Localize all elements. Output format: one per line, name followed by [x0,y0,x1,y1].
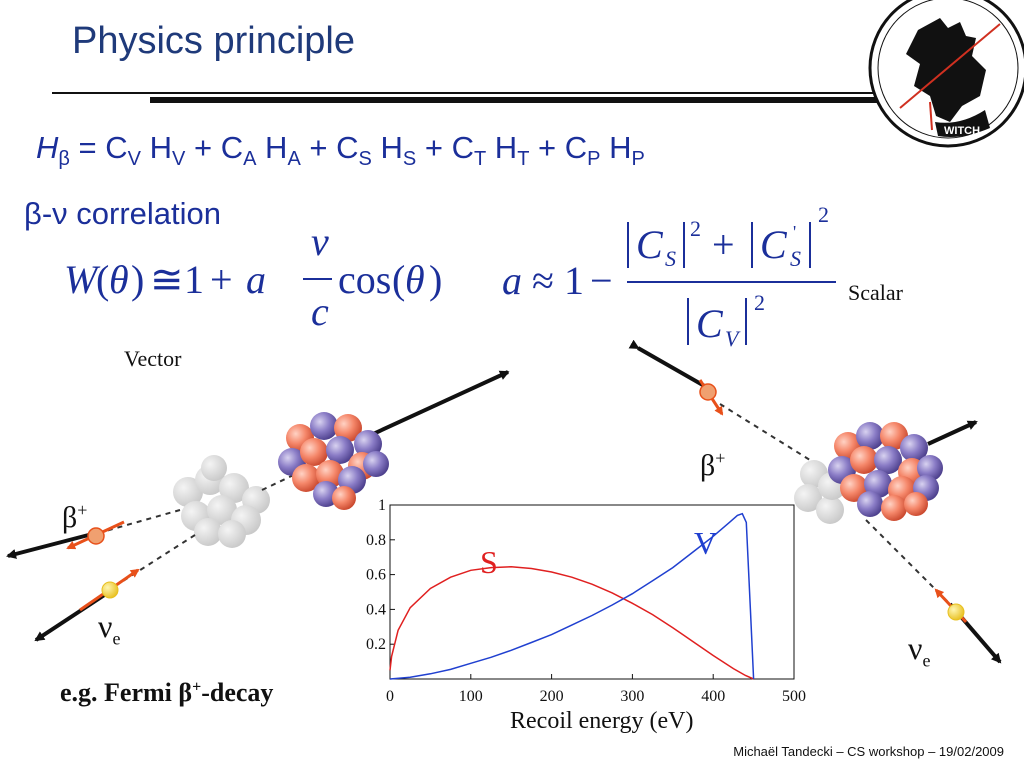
recoil-spectrum-chart: 0 100 200 300 400 500 0.2 0.4 0.6 0.8 1 S V Recoi… [366,497,806,734]
parent-nucleus-left [278,412,389,510]
slide-title: Physics principle [72,20,355,62]
scalar-decay-illustration [628,339,1002,664]
x-tick-label: 300 [620,688,644,705]
witch-logo: WITCH [868,0,1024,148]
daughter-nucleus-left [173,455,270,548]
y-tick-label: 0.4 [366,601,386,618]
svg-text:C: C [636,222,664,267]
svg-text:S: S [665,246,676,271]
hamiltonian-beta: β [58,148,70,171]
y-tick-label: 0.8 [366,532,386,549]
svg-text:cos: cos [338,257,391,302]
svg-text:+: + [210,257,233,302]
svg-text:≈: ≈ [532,258,554,303]
svg-text:θ: θ [109,257,129,302]
x-tick-label: 200 [540,688,564,705]
series-label-s: S [480,544,498,580]
svg-text:): ) [429,257,442,302]
y-tick-label: 1 [378,497,386,514]
svg-text:(: ( [96,257,109,302]
svg-text:−: − [590,258,613,303]
y-tick-label: 0.2 [366,636,386,653]
title-rule-thin [52,92,878,94]
svg-text:V: V [725,326,741,351]
svg-text:1: 1 [184,257,204,302]
x-tick-label: 0 [386,688,394,705]
series-label-v: V [694,525,717,561]
series-line-s [389,566,754,680]
parent-nucleus-right [828,422,943,521]
x-tick-label: 100 [459,688,483,705]
svg-text:+: + [712,222,735,267]
series-line-v [389,512,755,680]
beta-plus-label-right: β+ [700,448,726,482]
beta-plus-label-left: β+ [62,500,88,534]
hamiltonian-equation: Hβ = CV HV + CA HA + CS HS + CT HT + CP … [36,130,645,171]
hamiltonian-h: H [36,130,59,165]
svg-text:1: 1 [564,258,584,303]
x-tick-label: 500 [782,688,806,705]
svg-text:S: S [790,246,801,271]
svg-text:v: v [311,219,329,264]
svg-text:': ' [793,222,796,242]
footer-credit: Michaël Tandecki – CS workshop – 19/02/2… [733,744,1004,759]
svg-text:): ) [131,257,144,302]
title-rule-thick [150,97,878,103]
x-tick-label: 400 [701,688,725,705]
svg-text:2: 2 [690,216,701,241]
daughter-nucleus-right [794,460,846,524]
svg-text:C: C [696,301,724,346]
svg-text:W: W [64,257,101,302]
neutrino-label-right: νe [908,630,931,671]
svg-text:2: 2 [754,290,765,315]
svg-text:C: C [760,222,788,267]
svg-text:≅: ≅ [150,257,184,302]
svg-text:a: a [246,257,266,302]
plot-frame [389,504,795,680]
svg-text:(: ( [392,257,405,302]
scalar-a-equation: a ≈ 1 − C S 2 + C ' S 2 C V 2 [502,202,836,351]
fermi-decay-caption: e.g. Fermi β+-decay [60,678,274,707]
correlation-equation: W ( θ ) ≅ 1 + a v c cos ( θ ) [64,219,442,334]
x-axis-label: Recoil energy (eV) [510,708,693,734]
svg-text:a: a [502,258,522,303]
svg-text:2: 2 [818,202,829,227]
scalar-label: Scalar [848,280,903,305]
vector-label: Vector [124,346,182,371]
correlation-label: β-ν correlation [24,196,222,231]
svg-text:θ: θ [405,257,425,302]
y-tick-label: 0.6 [366,567,386,584]
svg-text:c: c [311,289,329,334]
logo-text: WITCH [944,125,980,137]
vector-decay-illustration [6,370,510,642]
neutrino-label-left: νe [98,608,121,649]
